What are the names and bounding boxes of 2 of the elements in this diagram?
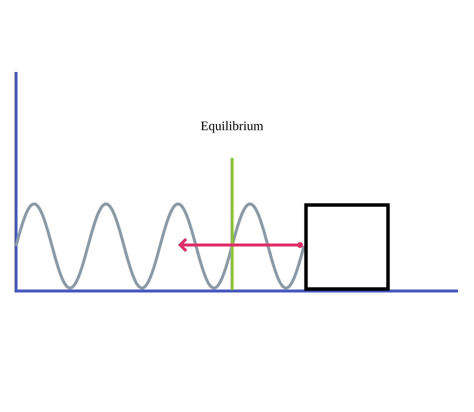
equilibrium-label: Equilibrium xyxy=(200,121,264,133)
block xyxy=(304,203,390,291)
